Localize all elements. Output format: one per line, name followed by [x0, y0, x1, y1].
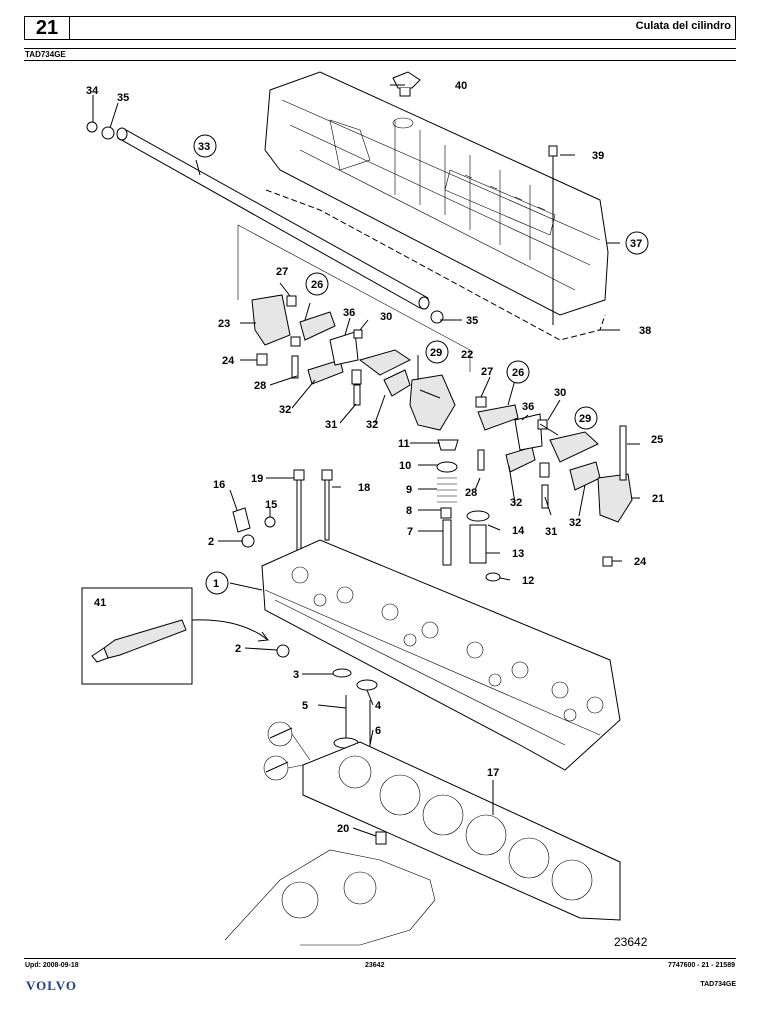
cylinder-head-part — [261, 539, 621, 771]
footer-model: TAD734GE — [700, 981, 736, 988]
label-33: 33 — [198, 141, 210, 153]
bracket-outline — [237, 224, 471, 372]
injector-and-valve-spring-parts — [436, 439, 501, 582]
exploded-view-diagram: 1 2 2 3 4 5 6 7 8 9 10 11 12 13 14 15 16… — [81, 71, 664, 949]
dowel-pin-part — [375, 831, 387, 845]
label-12: 12 — [522, 575, 534, 587]
label-1: 1 — [213, 578, 219, 590]
label-39: 39 — [592, 150, 604, 162]
label-40: 40 — [455, 80, 467, 92]
label-35a: 35 — [117, 92, 129, 104]
label-15: 15 — [265, 499, 277, 511]
label-8: 8 — [406, 505, 412, 517]
engine-block-fragment — [224, 849, 436, 946]
label-30b: 30 — [554, 387, 566, 399]
label-2b: 2 — [235, 643, 241, 655]
label-29b: 29 — [579, 413, 591, 425]
label-30a: 30 — [380, 311, 392, 323]
label-2a: 2 — [208, 536, 214, 548]
label-35b: 35 — [466, 315, 478, 327]
label-4: 4 — [375, 700, 382, 712]
label-41: 41 — [94, 597, 106, 609]
washer-34-part — [86, 121, 98, 133]
circlip-35-part — [101, 126, 115, 140]
label-32d: 32 — [569, 517, 581, 529]
label-36b: 36 — [522, 401, 534, 413]
rocker-assembly-front — [251, 294, 456, 431]
page-title: Culata del cilindro — [635, 20, 731, 32]
section-number: 21 — [25, 17, 70, 39]
label-5: 5 — [302, 700, 308, 712]
gauge-symbols — [263, 721, 311, 781]
model-label: TAD734GE — [25, 50, 66, 59]
label-26b: 26 — [512, 367, 524, 379]
label-24b: 24 — [634, 556, 647, 568]
label-36a: 36 — [343, 307, 355, 319]
update-date: Upd: 2008-09-18 — [25, 962, 79, 969]
valve-cover-part — [264, 71, 609, 316]
label-3: 3 — [293, 669, 299, 681]
label-10: 10 — [399, 460, 411, 472]
label-32a: 32 — [279, 404, 291, 416]
label-32c: 32 — [510, 497, 522, 509]
label-23: 23 — [218, 318, 230, 330]
label-11: 11 — [398, 438, 410, 450]
label-29a: 29 — [430, 347, 442, 359]
label-28a: 28 — [254, 380, 266, 392]
label-31b: 31 — [545, 526, 557, 538]
plugs-and-washers-parts — [232, 507, 290, 658]
label-21: 21 — [652, 493, 664, 505]
oil-filler-cap-part — [392, 71, 421, 129]
label-7: 7 — [407, 526, 413, 538]
leader-lines — [92, 84, 640, 837]
sealant-inset — [81, 587, 269, 685]
head-gasket-part — [302, 741, 621, 921]
label-28b: 28 — [465, 487, 477, 499]
rocker-shaft-part — [116, 127, 430, 310]
illustration-number: 23642 — [614, 935, 648, 949]
label-37: 37 — [630, 238, 642, 250]
cover-bolt-part — [548, 145, 558, 325]
label-24a: 24 — [222, 355, 235, 367]
label-26a: 26 — [311, 279, 323, 291]
label-9: 9 — [406, 484, 412, 496]
label-25: 25 — [651, 434, 663, 446]
model-bar: TAD734GE — [24, 48, 736, 61]
label-19: 19 — [251, 473, 263, 485]
label-17: 17 — [487, 767, 499, 779]
label-31a: 31 — [325, 419, 337, 431]
footer-illustration-number: 23642 — [365, 962, 385, 969]
page-footer: Upd: 2008-09-18 23642 7747600 - 21 - 215… — [24, 958, 736, 973]
label-20: 20 — [337, 823, 349, 835]
circlip-35b-part — [430, 310, 444, 324]
label-18: 18 — [358, 482, 370, 494]
rocker-assembly-rear — [475, 396, 633, 567]
head-bolts-parts — [293, 469, 333, 551]
label-13: 13 — [512, 548, 524, 560]
volvo-logo: VOLVO — [26, 978, 77, 993]
label-27b: 27 — [481, 366, 493, 378]
label-38: 38 — [639, 325, 651, 337]
label-22: 22 — [461, 349, 473, 361]
cover-gasket-part — [265, 189, 606, 341]
label-32b: 32 — [366, 419, 378, 431]
label-16: 16 — [213, 479, 225, 491]
label-34: 34 — [86, 85, 99, 97]
label-27a: 27 — [276, 266, 288, 278]
label-6: 6 — [375, 725, 381, 737]
part-number-labels: 1 2 2 3 4 5 6 7 8 9 10 11 12 13 14 15 16… — [86, 80, 664, 949]
page-header: 21 Culata del cilindro — [24, 16, 736, 40]
label-14: 14 — [512, 525, 525, 537]
document-reference: 7747600 - 21 - 21589 — [668, 962, 735, 969]
callout-circles — [193, 134, 649, 595]
